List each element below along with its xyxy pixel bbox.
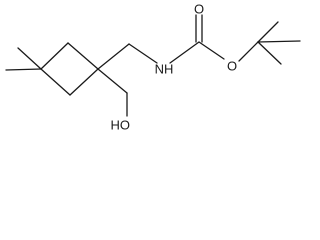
bond-ring-bottom xyxy=(40,68,71,96)
bond-tbu-methyl-up xyxy=(257,21,279,43)
bond-ring-to-ch2 xyxy=(97,43,130,70)
bond-ester-o-to-tbu xyxy=(238,41,259,62)
molecule-structure: O O NH HO xyxy=(5,2,301,133)
bond-ring-left xyxy=(40,42,69,70)
atom-label-hydroxyl: HO xyxy=(111,118,131,133)
bond-ch2-to-n xyxy=(128,43,158,64)
atom-label-ester-oxygen: O xyxy=(227,59,237,74)
bond-ring-to-ch2oh xyxy=(97,68,128,94)
atom-label-carbonyl-oxygen: O xyxy=(194,2,204,17)
atom-label-amine-nitrogen: NH xyxy=(155,62,174,77)
bond-ring-top xyxy=(67,42,99,70)
bond-n-to-carbonyl xyxy=(169,41,200,64)
bond-methyl-lower xyxy=(5,68,42,71)
bond-tbu-methyl-right xyxy=(257,40,301,43)
bond-methyl-upper xyxy=(17,47,42,70)
bond-carbonyl-to-ester-o xyxy=(198,41,225,60)
bond-tbu-methyl-down xyxy=(257,41,282,65)
bond-ring-right xyxy=(69,68,99,96)
